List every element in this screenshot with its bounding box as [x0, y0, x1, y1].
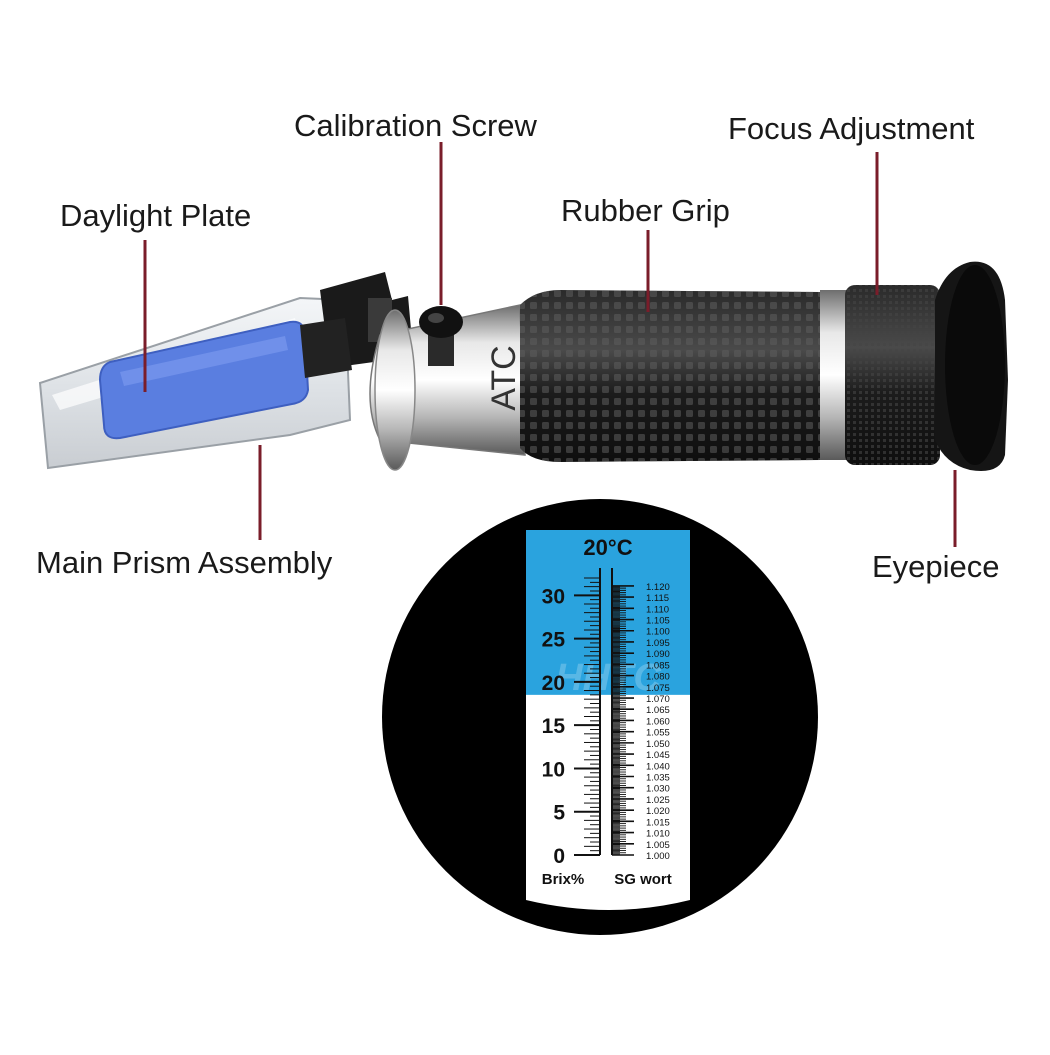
- scale-temperature: 20°C: [583, 535, 632, 560]
- silver-ring: [820, 290, 848, 460]
- leader-lines: [143, 142, 957, 547]
- brix-tick-label: 15: [542, 715, 566, 738]
- brix-tick-label: 10: [542, 758, 565, 781]
- sg-tick-label: 1.075: [646, 683, 670, 694]
- label-main-prism-assembly: Main Prism Assembly: [36, 545, 333, 580]
- sg-tick-label: 1.010: [646, 829, 670, 840]
- sg-tick-label: 1.080: [646, 672, 670, 683]
- sg-tick-label: 1.035: [646, 773, 670, 784]
- brix-tick-label: 30: [542, 585, 565, 608]
- sg-tick-label: 1.000: [646, 851, 670, 862]
- brix-scale: 30 25 20 15 10 5 0: [542, 568, 601, 868]
- calibration-screw: [419, 306, 463, 366]
- sg-tick-label: 1.045: [646, 750, 670, 761]
- sg-tick-label: 1.040: [646, 761, 670, 772]
- label-focus-adjustment: Focus Adjustment: [728, 111, 975, 146]
- scale-watermark: HHTC: [555, 657, 661, 699]
- sg-tick-label: 1.070: [646, 694, 670, 705]
- sg-scale: 1.1201.1151.1101.1051.1001.0951.0901.085…: [611, 568, 670, 862]
- brix-tick-label: 0: [553, 845, 565, 868]
- brix-tick-label: 25: [542, 629, 566, 652]
- sg-tick-label: 1.105: [646, 616, 670, 627]
- sg-tick-label: 1.005: [646, 840, 670, 851]
- sg-tick-label: 1.065: [646, 705, 670, 716]
- sg-tick-label: 1.015: [646, 817, 670, 828]
- sg-tick-label: 1.060: [646, 716, 670, 727]
- sg-tick-label: 1.090: [646, 649, 670, 660]
- sg-tick-label: 1.110: [646, 604, 669, 615]
- brix-tick-label: 20: [542, 672, 565, 695]
- sg-tick-label: 1.100: [646, 627, 670, 638]
- label-eyepiece: Eyepiece: [872, 549, 1000, 584]
- refractometer: ATC: [38, 261, 1008, 471]
- sg-tick-label: 1.120: [646, 582, 670, 593]
- sg-tick-label: 1.095: [646, 638, 670, 649]
- sg-tick-label: 1.030: [646, 784, 670, 795]
- scale-right-label: SG wort: [614, 871, 672, 888]
- label-rubber-grip: Rubber Grip: [561, 193, 730, 228]
- sg-tick-label: 1.055: [646, 728, 670, 739]
- scale-left-label: Brix%: [542, 871, 585, 888]
- sg-tick-label: 1.020: [646, 806, 670, 817]
- scale-blue-zone: [526, 530, 690, 695]
- label-daylight-plate: Daylight Plate: [60, 198, 252, 233]
- label-calibration-screw: Calibration Screw: [294, 108, 537, 143]
- atc-marking: ATC: [485, 345, 523, 410]
- sg-tick-label: 1.050: [646, 739, 670, 750]
- sg-tick-label: 1.085: [646, 660, 670, 671]
- sg-tick-label: 1.115: [646, 593, 669, 604]
- brix-tick-label: 5: [553, 802, 565, 825]
- sg-tick-label: 1.025: [646, 795, 670, 806]
